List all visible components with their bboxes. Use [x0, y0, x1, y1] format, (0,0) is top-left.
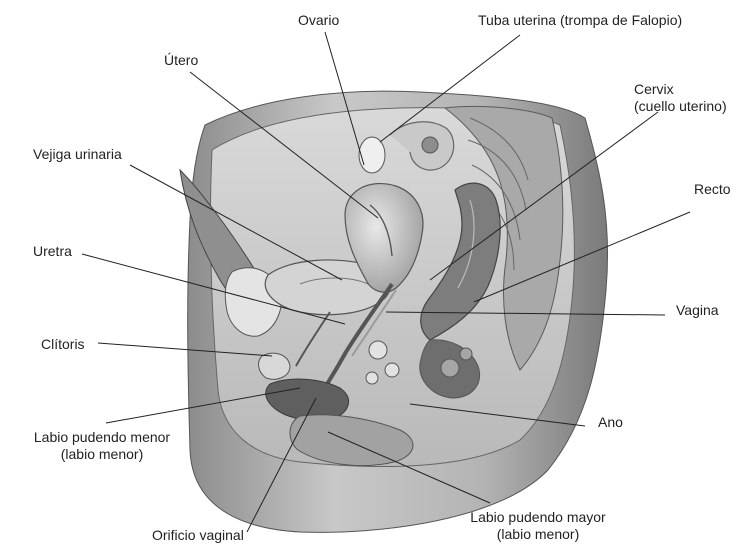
label-ano: Ano — [598, 414, 623, 431]
label-orificio-vaginal: Orificio vaginal — [152, 527, 244, 544]
label-cervix: Cervix (cuello uterino) — [634, 81, 727, 115]
label-recto: Recto — [694, 181, 731, 198]
label-clitoris: Clítoris — [41, 336, 85, 353]
label-uretra: Uretra — [33, 243, 72, 260]
label-labio-mayor-line1: Labio pudendo mayor — [448, 509, 628, 526]
label-ovario: Ovario — [298, 12, 339, 29]
label-vejiga-urinaria: Vejiga urinaria — [33, 146, 122, 163]
label-tuba-uterina: Tuba uterina (trompa de Falopio) — [478, 12, 682, 29]
clitoris-shape — [259, 353, 290, 379]
label-labio-menor-line2: (labio menor) — [10, 446, 194, 463]
label-cervix-line1: Cervix — [634, 81, 727, 98]
label-labio-menor: Labio pudendo menor (labio menor) — [10, 429, 194, 463]
label-labio-mayor-line2: (labio menor) — [448, 526, 628, 543]
label-vagina: Vagina — [676, 302, 719, 319]
ovary — [359, 137, 385, 173]
label-cervix-line2: (cuello uterino) — [634, 98, 727, 115]
label-labio-menor-line1: Labio pudendo menor — [10, 429, 194, 446]
label-utero: Útero — [164, 52, 198, 69]
label-labio-mayor: Labio pudendo mayor (labio menor) — [448, 509, 628, 543]
